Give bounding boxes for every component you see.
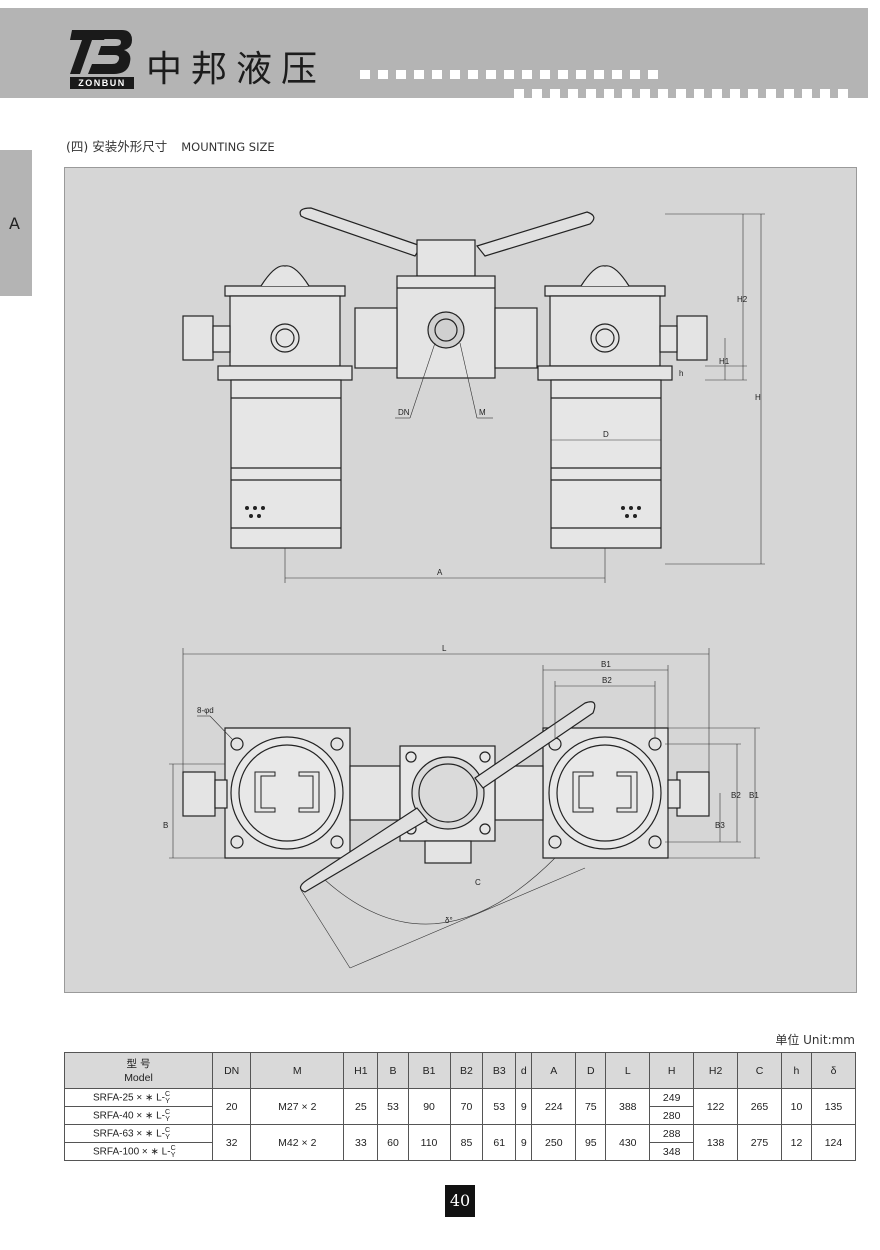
cell-b3: 61	[482, 1124, 517, 1161]
cell-d-upper: 75	[575, 1088, 607, 1125]
header-d: d	[515, 1052, 533, 1089]
header-dots-row-2	[514, 89, 848, 98]
cell-b: 53	[377, 1088, 409, 1125]
mounting-drawing-svg: DN M D A H H2 H1 h L B1 B2 B1 B2 B3 B 8-…	[163, 207, 765, 969]
header-m: M	[250, 1052, 345, 1089]
cell-d-upper: 95	[575, 1124, 607, 1161]
section-title: (四) 安装外形尺寸 MOUNTING SIZE	[66, 136, 275, 155]
cell-h2: 138	[693, 1124, 739, 1161]
header-model-en: Model	[124, 1071, 153, 1084]
cell-c: 265	[737, 1088, 782, 1125]
cell-b2: 85	[449, 1124, 484, 1161]
label-dn: DN	[398, 408, 410, 417]
cell-h-small: 10	[780, 1088, 812, 1125]
cell-delta: 135	[810, 1088, 857, 1125]
header-a: A	[531, 1052, 577, 1089]
cell-h: 280	[649, 1106, 695, 1125]
header-d-upper: D	[575, 1052, 607, 1089]
label-b: B	[163, 821, 168, 830]
header-h-small: h	[780, 1052, 812, 1089]
mounting-drawing: DN M D A H H2 H1 h L B1 B2 B1 B2 B3 B 8-…	[64, 167, 857, 993]
header-l: L	[605, 1052, 651, 1089]
spec-table: 型 号 Model DN M H1 B B1 B2 B3 d A D L H H…	[64, 1052, 857, 1161]
header-dots-row-1	[360, 70, 658, 79]
header-dn: DN	[211, 1052, 252, 1089]
label-b3: B3	[715, 821, 725, 830]
cell-h: 249	[649, 1088, 695, 1107]
cell-h2: 122	[693, 1088, 739, 1125]
header-b3: B3	[482, 1052, 517, 1089]
label-h2: H2	[737, 295, 748, 304]
header-c: C	[737, 1052, 782, 1089]
header-b2: B2	[449, 1052, 484, 1089]
cell-l: 388	[605, 1088, 651, 1125]
cell-a: 224	[531, 1088, 577, 1125]
header-b: B	[377, 1052, 409, 1089]
header-model-cn: 型 号	[126, 1057, 151, 1070]
cell-dn: 32	[211, 1124, 252, 1161]
label-l: L	[442, 644, 447, 653]
header-delta: δ	[810, 1052, 857, 1089]
label-a: A	[437, 568, 443, 577]
label-b2-side: B2	[731, 791, 741, 800]
label-b1-top: B1	[601, 660, 611, 669]
table-header-row: 型 号 Model DN M H1 B B1 B2 B3 d A D L H H…	[64, 1052, 857, 1089]
cell-b: 60	[377, 1124, 409, 1161]
label-b2-top: B2	[602, 676, 612, 685]
cell-d: 9	[515, 1088, 533, 1125]
page-number: 40	[445, 1185, 475, 1217]
label-bolt-holes: 8-φd	[197, 706, 214, 715]
cell-m: M27 × 2	[250, 1088, 345, 1125]
label-h: H	[755, 393, 761, 402]
label-delta: δ°	[445, 916, 453, 925]
cell-d: 9	[515, 1124, 533, 1161]
cell-a: 250	[531, 1124, 577, 1161]
section-title-en: MOUNTING SIZE	[181, 140, 275, 154]
label-d-dim: D	[603, 430, 609, 439]
cell-m: M42 × 2	[250, 1124, 345, 1161]
header-h1: H1	[343, 1052, 379, 1089]
header-b1: B1	[407, 1052, 451, 1089]
cell-l: 430	[605, 1124, 651, 1161]
label-b1-side: B1	[749, 791, 759, 800]
brand-name: 中邦液压	[146, 49, 327, 90]
cell-h: 348	[649, 1142, 695, 1161]
page-header: ZONBUN 中邦液压	[0, 8, 868, 98]
section-title-cn: (四) 安装外形尺寸	[66, 139, 168, 154]
cell-b3: 53	[482, 1088, 517, 1125]
side-tab-label: A	[9, 214, 20, 233]
section-side-tab: A	[0, 150, 32, 296]
cell-c: 275	[737, 1124, 782, 1161]
header-h2: H2	[693, 1052, 739, 1089]
cell-b1: 90	[407, 1088, 451, 1125]
zonbun-logo-icon	[70, 30, 132, 74]
unit-label: 单位 Unit:mm	[775, 1033, 855, 1047]
label-h1: H1	[719, 357, 730, 366]
logo-wordmark: ZONBUN	[70, 77, 134, 89]
cell-h-small: 12	[780, 1124, 812, 1161]
cell-dn: 20	[211, 1088, 252, 1125]
header-model: 型 号 Model	[64, 1052, 213, 1089]
label-m: M	[479, 408, 486, 417]
cell-b2: 70	[449, 1088, 484, 1125]
cell-delta: 124	[810, 1124, 857, 1161]
cell-h1: 33	[343, 1124, 379, 1161]
cell-b1: 110	[407, 1124, 451, 1161]
header-h: H	[649, 1052, 695, 1089]
cell-h: 288	[649, 1124, 695, 1143]
label-c: C	[475, 878, 481, 887]
cell-h1: 25	[343, 1088, 379, 1125]
label-h-small: h	[679, 369, 683, 378]
